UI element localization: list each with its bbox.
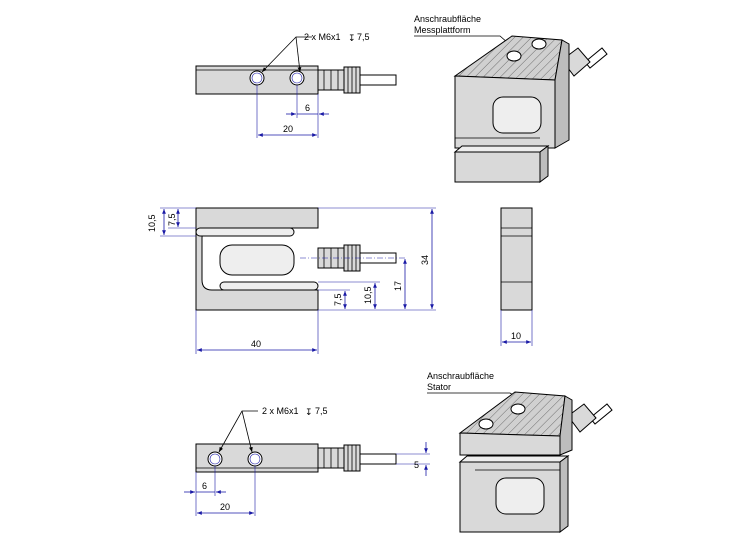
- bottom-dim-hole-offset: 6: [202, 481, 207, 491]
- bottom-dim-hole-spacing: 20: [220, 502, 230, 512]
- front-dim-upper-outer: 10,5: [147, 214, 157, 232]
- bottom-thread-depth: 7,5: [315, 406, 328, 416]
- top-depth-symbol: ↧: [348, 33, 356, 43]
- iso-bottom-label-1: Anschraubfläche: [427, 371, 494, 381]
- iso-top-label-1: Anschraubfläche: [414, 14, 481, 24]
- top-thread-depth: 7,5: [357, 32, 370, 42]
- iso-top-label-2: Messplattform: [414, 25, 471, 35]
- iso-view-platform: Anschraubfläche Messplattform: [414, 14, 608, 183]
- side-dim-thickness: 10: [511, 331, 521, 341]
- front-view: 10,5 7,5 34 17 10,5 7,5 40: [147, 207, 436, 354]
- front-dim-10-5: 10,5: [363, 286, 373, 304]
- iso-bottom-mounting-face: [458, 391, 566, 437]
- top-thread-spec: 2 x M6x1: [304, 32, 341, 42]
- side-view: 10: [500, 207, 533, 346]
- front-view-slot: [219, 244, 295, 276]
- front-dim-width: 40: [251, 339, 261, 349]
- top-dim-hole-spacing: 20: [283, 124, 293, 134]
- bottom-depth-symbol: ↧: [305, 407, 313, 417]
- top-cable: [359, 74, 397, 86]
- front-dim-17: 17: [393, 281, 403, 291]
- front-dim-7-5: 7,5: [333, 293, 343, 306]
- top-dim-hole-offset: 6: [305, 103, 310, 113]
- side-view-body: [500, 207, 533, 311]
- bottom-cable: [359, 453, 397, 465]
- front-dim-upper-inner: 7,5: [167, 213, 177, 226]
- bottom-dim-cable-offset: 5: [414, 460, 419, 470]
- iso-view-stator: Anschraubfläche Stator: [427, 371, 613, 533]
- front-dim-height: 34: [420, 255, 430, 265]
- bottom-thread-spec: 2 x M6x1: [262, 406, 299, 416]
- iso-bottom-gland: [567, 403, 597, 433]
- iso-top-cable: [584, 47, 608, 69]
- bottom-view: 2 x M6x1 ↧ 7,5 6 20 5: [184, 406, 430, 516]
- top-view: 2 x M6x1 ↧ 7,5 20 6: [195, 32, 397, 138]
- iso-bottom-label-2: Stator: [427, 382, 451, 392]
